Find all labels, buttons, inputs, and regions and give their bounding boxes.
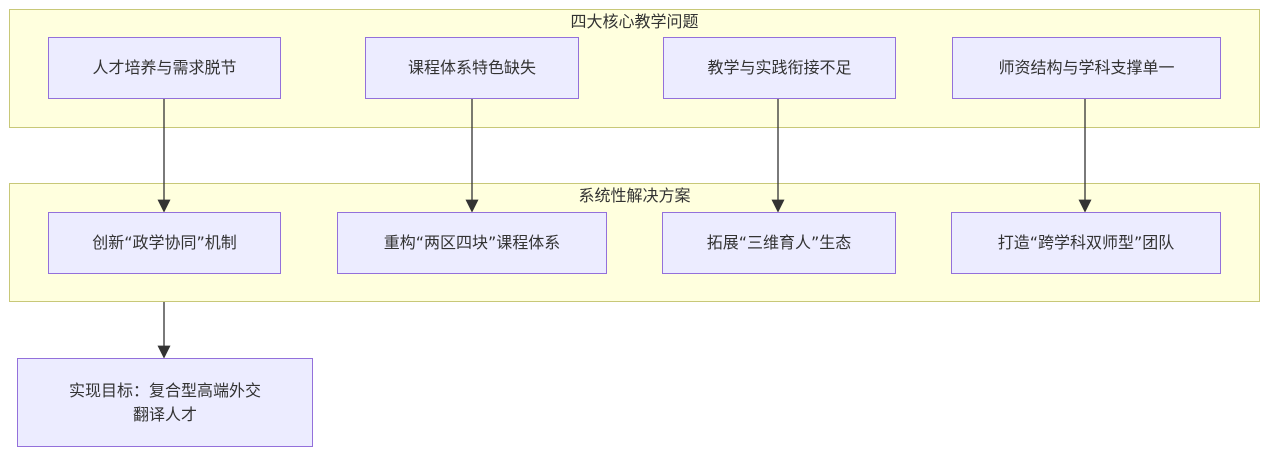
problem-node-2: 课程体系特色缺失 bbox=[365, 37, 579, 99]
goal-node: 实现目标：复合型高端外交 翻译人才 bbox=[17, 358, 313, 447]
node-label: 人才培养与需求脱节 bbox=[92, 58, 237, 77]
node-label: 拓展“三维育人”生态 bbox=[706, 233, 852, 252]
solution-node-1: 创新“政学协同”机制 bbox=[48, 212, 281, 274]
solution-node-4: 打造“跨学科双师型”团队 bbox=[951, 212, 1221, 274]
node-label: 师资结构与学科支撑单一 bbox=[998, 58, 1175, 77]
node-label: 课程体系特色缺失 bbox=[407, 58, 536, 77]
goal-label-line1: 实现目标：复合型高端外交 bbox=[68, 380, 261, 400]
node-label: 重构“两区四块”课程体系 bbox=[383, 233, 561, 252]
node-label: 创新“政学协同”机制 bbox=[92, 233, 237, 252]
solutions-group-title: 系统性解决方案 bbox=[578, 186, 691, 205]
solution-node-3: 拓展“三维育人”生态 bbox=[662, 212, 896, 274]
problems-group-title: 四大核心教学问题 bbox=[570, 12, 699, 31]
node-label: 打造“跨学科双师型”团队 bbox=[997, 233, 1175, 252]
goal-label-line2: 翻译人才 bbox=[132, 404, 197, 424]
node-label: 教学与实践衔接不足 bbox=[707, 58, 852, 77]
problem-node-1: 人才培养与需求脱节 bbox=[48, 37, 281, 99]
solution-node-2: 重构“两区四块”课程体系 bbox=[337, 212, 607, 274]
problem-node-3: 教学与实践衔接不足 bbox=[663, 37, 896, 99]
problem-node-4: 师资结构与学科支撑单一 bbox=[952, 37, 1221, 99]
